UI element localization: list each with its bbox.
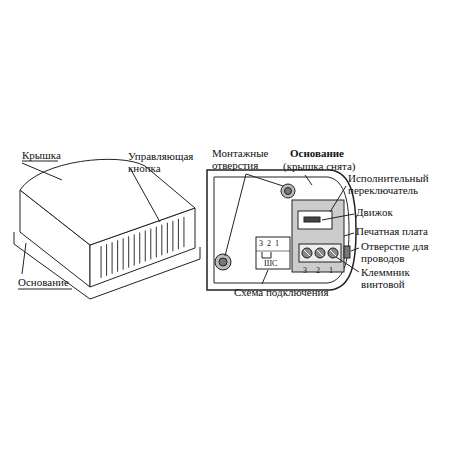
leader-line (351, 248, 359, 251)
fin-stroke (123, 238, 124, 269)
fin-stroke (128, 236, 129, 267)
leader-line (22, 243, 26, 274)
fin-stroke (161, 225, 162, 256)
leader-line (262, 270, 268, 284)
pin-number: 3 (259, 239, 263, 248)
fin-stroke (112, 242, 113, 274)
button-fins (101, 217, 184, 278)
mounting-hole (281, 184, 295, 198)
slider (304, 217, 320, 222)
leader-line (246, 174, 283, 186)
leader-line (18, 289, 72, 290)
part-label: Основание (290, 147, 344, 159)
part-label: Исполнительный переключатель (348, 172, 440, 196)
wire-hole (344, 246, 350, 258)
fin-stroke (172, 221, 173, 251)
mounting-hole (215, 254, 231, 270)
pin-number: 1 (329, 266, 333, 275)
mounting-hole (219, 258, 227, 266)
scheme-wire (262, 252, 271, 258)
leader-line (322, 214, 354, 220)
part-label: Схема подключения (234, 286, 329, 298)
part-label: (крышка снята) (283, 160, 356, 172)
fin-stroke (156, 227, 157, 258)
leader-line (344, 233, 354, 236)
fin-stroke (134, 234, 135, 265)
fin-stroke (117, 240, 118, 271)
part-label: Монтажные отверстия (212, 147, 274, 171)
pin-number: 2 (267, 239, 271, 248)
pin-number: 1 (275, 239, 279, 248)
fin-stroke (178, 219, 179, 249)
pcb (292, 200, 344, 272)
leader-line (225, 174, 246, 256)
leader-line (336, 257, 359, 272)
leader-line (305, 175, 312, 185)
terminal-block (299, 244, 341, 262)
cover-top (20, 159, 195, 245)
leader-line (22, 163, 62, 180)
terminal-screws (302, 248, 338, 258)
leader-line (130, 168, 160, 222)
part-label: Отверстие для проводов (361, 240, 441, 264)
fin-stroke (139, 232, 140, 263)
mounting-hole (285, 188, 292, 195)
fin-stroke (183, 217, 184, 247)
part-label: Основание (18, 276, 69, 288)
part-label: Крышка (22, 149, 61, 161)
switch (298, 211, 332, 229)
pin-number: 3 (303, 266, 307, 275)
part-label: Клеммник винтовой (361, 266, 433, 290)
base-inner-rim (214, 177, 349, 283)
part-label: Печатная плата (356, 225, 428, 237)
scheme-divider (256, 251, 290, 252)
part-label: Движок (356, 206, 393, 218)
fin-stroke (101, 246, 102, 278)
fin-stroke (150, 229, 151, 260)
fin-stroke (145, 231, 146, 262)
base-outline (207, 170, 356, 290)
part-label: Управляющая кнопка (128, 150, 190, 174)
fin-stroke (167, 223, 168, 254)
pin-number: 2 (316, 266, 320, 275)
scheme-box (256, 237, 290, 269)
fin-stroke (106, 244, 107, 276)
signal-name: ШС (264, 259, 277, 268)
leader-line (330, 186, 346, 212)
